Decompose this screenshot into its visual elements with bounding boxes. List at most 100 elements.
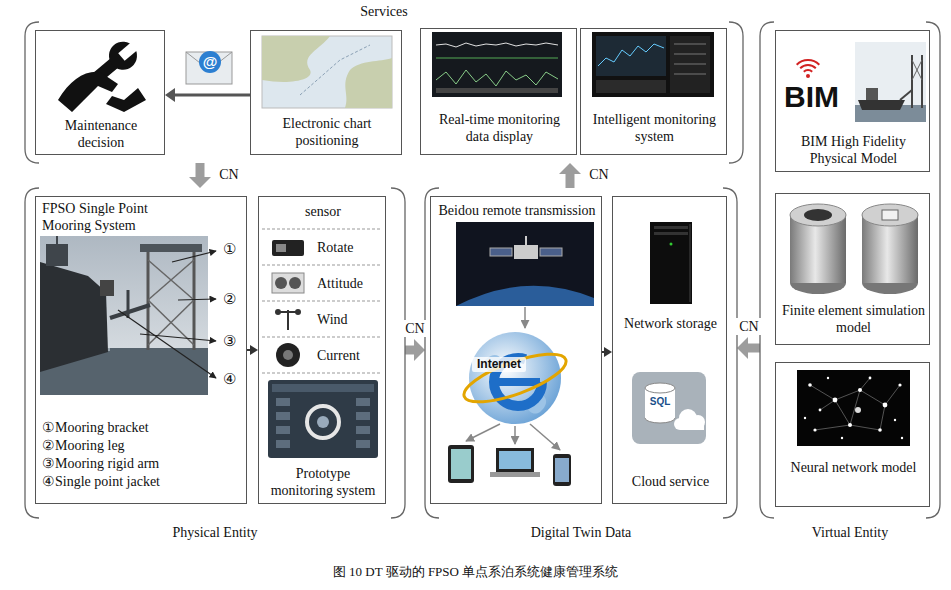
- server-image: [654, 226, 688, 229]
- callout-number: ③: [220, 332, 238, 350]
- prototype-panel-image: [276, 398, 290, 406]
- connector-line: [405, 346, 415, 355]
- box-label: Neural network model: [786, 459, 921, 476]
- maintenance-icon: [58, 72, 118, 112]
- maintenance-icon: [106, 88, 146, 112]
- item-label: Rotate: [317, 239, 383, 256]
- neural-network-image: [815, 425, 850, 430]
- leader-line: [178, 299, 216, 300]
- neural-network-image: [833, 398, 838, 403]
- monitor-screen-image: [436, 70, 558, 86]
- connector-line: [174, 94, 250, 97]
- fpso-photo: [148, 260, 194, 300]
- chart-image: [300, 45, 370, 95]
- box-label: Electronic chart positioning: [257, 115, 397, 149]
- neural-network-image: [797, 370, 910, 446]
- server-image: [654, 232, 688, 235]
- platform-image: [900, 90, 912, 100]
- group-label: Services: [25, 3, 743, 20]
- connector-line: [747, 344, 760, 353]
- connector-arrow: [189, 163, 211, 188]
- leader-line: [118, 310, 216, 378]
- server-image: [650, 222, 692, 304]
- satellite-image: [514, 245, 538, 259]
- box-label: Intelligent monitoring system: [587, 111, 722, 145]
- prototype-panel-image: [356, 440, 370, 448]
- neural-network-image: [894, 419, 896, 421]
- platform-image: [911, 55, 913, 108]
- chart-image: [345, 58, 392, 108]
- internet-globe: [496, 378, 540, 386]
- arrow-head: [250, 345, 258, 355]
- prototype-panel-image: [276, 426, 290, 434]
- component-box: Beidou remote transmission: [430, 196, 602, 504]
- monitor-screen-image: [432, 32, 562, 97]
- neural-network-image: [858, 388, 862, 392]
- bracket-outline: [760, 22, 940, 518]
- bim-logo: [797, 60, 820, 65]
- connector-arrow: [737, 337, 760, 359]
- neural-network-image: [813, 428, 816, 431]
- leader-line: [172, 251, 216, 262]
- sensor-icon: [276, 343, 300, 367]
- prototype-panel-image: [268, 380, 378, 458]
- satellite-image: [456, 222, 594, 306]
- group-bracket: Beidou remote transmissionNetwork storag…: [425, 188, 737, 518]
- neural-network-image: [883, 403, 888, 408]
- bracket-outline: [25, 22, 743, 163]
- bracket-outline: [425, 188, 737, 518]
- box-label: Finite element simulation model: [781, 302, 926, 336]
- network-label: Internet: [472, 357, 526, 372]
- group-bracket: FPSO Single Point Mooring System①Mooring…: [25, 188, 405, 518]
- finite-element-model-image: [862, 204, 918, 226]
- neural-network-image: [848, 423, 852, 427]
- monitor-system-image: [592, 32, 714, 97]
- prototype-panel-image: [307, 406, 339, 438]
- connector-arrow: [405, 339, 425, 361]
- box-label: Beidou remote transmission: [434, 202, 600, 219]
- neural-network-image: [901, 437, 903, 439]
- sensor-icon: [272, 273, 304, 293]
- satellite-image: [540, 248, 562, 256]
- sensor-icon: [283, 350, 293, 360]
- server-image: [690, 224, 691, 302]
- prototype-panel-image: [317, 416, 329, 428]
- arrow-head: [559, 163, 581, 174]
- sensor-icon: [272, 240, 304, 256]
- sensor-icon: [276, 244, 286, 252]
- box-label: Network storage: [613, 315, 728, 332]
- platform-image: [855, 42, 926, 122]
- monitor-screen-image: [436, 43, 558, 47]
- neural-network-image: [860, 378, 870, 390]
- component-box: sensorRotateAttitudeWindCurrentPrototype…: [258, 196, 386, 504]
- fpso-photo: [40, 262, 108, 372]
- neural-network-image: [808, 383, 812, 387]
- satellite-image: [490, 248, 512, 256]
- device-icon: [448, 445, 474, 483]
- connector-line: [566, 173, 575, 188]
- monitor-system-image: [598, 44, 664, 66]
- server-image: [650, 222, 692, 304]
- edge-label: CN: [584, 166, 614, 183]
- device-icon: [448, 445, 571, 486]
- arrow-head: [165, 88, 175, 102]
- neural-network-image: [820, 400, 835, 410]
- monitor-system-image: [592, 32, 714, 97]
- maintenance-icon: [58, 35, 146, 112]
- neural-network-image: [860, 390, 885, 405]
- neural-network-image: [819, 409, 822, 412]
- item-label: Current: [317, 347, 383, 364]
- item-label: Prototype monitoring system: [263, 465, 383, 499]
- group-label: Physical Entity: [25, 524, 405, 541]
- chart-image: [262, 36, 392, 108]
- device-icon: [496, 448, 534, 472]
- neural-network-image: [804, 417, 806, 419]
- group-label: Digital Twin Data: [425, 524, 737, 541]
- sensor-icon: [289, 277, 301, 289]
- fpso-photo: [110, 305, 150, 318]
- cloud-database-icon: [632, 372, 706, 444]
- figure-caption: 图 10 DT 驱动的 FPSO 单点系泊系统健康管理系统: [0, 563, 951, 580]
- cloud-database-icon: [680, 422, 704, 430]
- sensor-icon: [272, 240, 304, 367]
- neural-network-image: [835, 400, 850, 425]
